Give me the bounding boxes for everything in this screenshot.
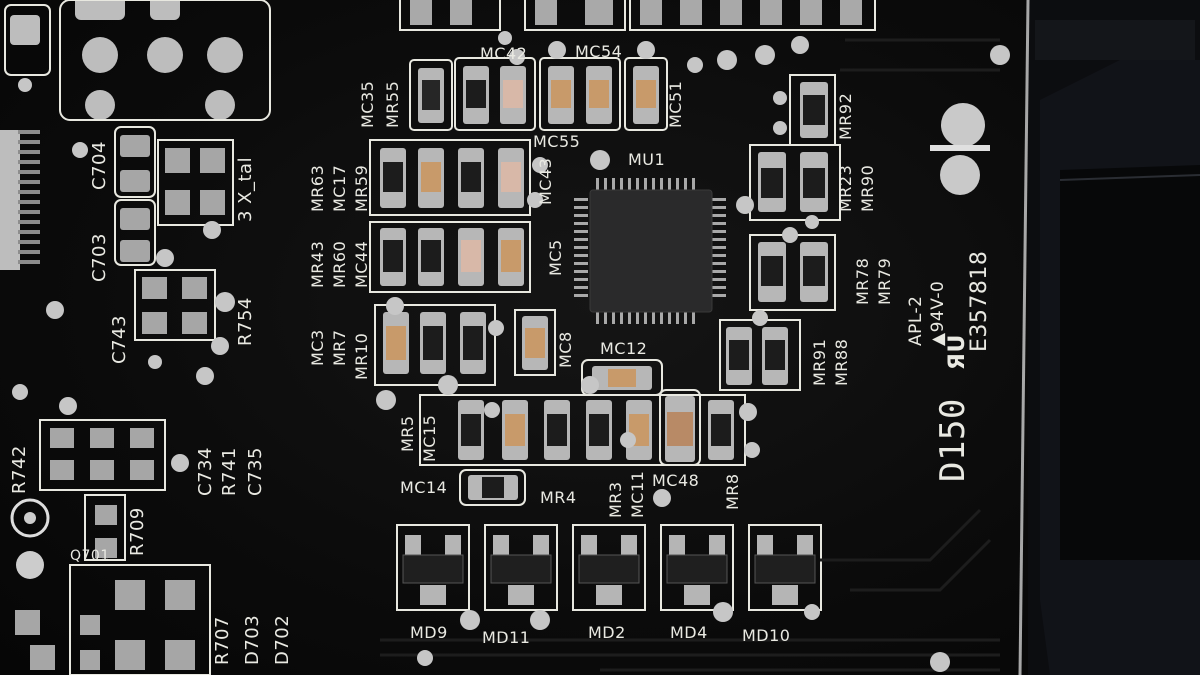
label-mu1: MU1 xyxy=(628,150,666,169)
label-md4: MD4 xyxy=(670,623,708,642)
label-xtal: 3 X_tal xyxy=(235,156,256,222)
label-mc11: MC11 xyxy=(628,470,647,518)
label-mr92: MR92 xyxy=(836,92,855,140)
label-r709: R709 xyxy=(127,507,148,556)
label-mr78: MR78 xyxy=(853,257,872,305)
label-mc44: MC44 xyxy=(352,240,371,288)
label-c703: C703 xyxy=(89,233,110,282)
label-mc54: MC54 xyxy=(575,42,623,61)
label-mr79: MR79 xyxy=(875,257,894,305)
label-mr23: MR23 xyxy=(836,164,855,212)
label-d702: D702 xyxy=(272,614,293,665)
label-ul-mark: ЯU xyxy=(945,334,970,370)
label-r707: R707 xyxy=(212,616,233,665)
label-md2: MD2 xyxy=(588,623,626,642)
label-d150: D150 xyxy=(933,398,973,482)
label-mc43: MC43 xyxy=(536,157,555,205)
label-r742: R742 xyxy=(9,445,30,494)
label-mr7: MR7 xyxy=(330,329,349,366)
label-mc12: MC12 xyxy=(600,339,648,358)
label-mc14: MC14 xyxy=(400,478,448,497)
label-mc55: MC55 xyxy=(533,132,581,151)
label-mr3: MR3 xyxy=(606,481,625,518)
label-md9: MD9 xyxy=(410,623,448,642)
label-md11: MD11 xyxy=(482,628,531,647)
label-mr5: MR5 xyxy=(398,415,417,452)
label-mc3: MC3 xyxy=(308,329,327,366)
label-c735: C735 xyxy=(245,447,266,496)
label-c743: C743 xyxy=(109,315,130,364)
label-mc42: MC42 xyxy=(480,44,528,63)
label-mr43: MR43 xyxy=(308,240,327,288)
label-mc5: MC5 xyxy=(546,239,565,276)
label-mr10: MR10 xyxy=(352,332,371,380)
label-mr4: MR4 xyxy=(540,488,577,507)
label-mc15: MC15 xyxy=(420,414,439,462)
label-mr60: MR60 xyxy=(330,240,349,288)
label-mr8: MR8 xyxy=(723,473,742,510)
label-mc17: MC17 xyxy=(330,164,349,212)
label-r741: R741 xyxy=(219,447,240,496)
label-mr90: MR90 xyxy=(858,164,877,212)
label-mc48: MC48 xyxy=(652,471,700,490)
label-mc35: MC35 xyxy=(358,80,377,128)
label-mc51: MC51 xyxy=(666,80,685,128)
label-e357818: E357818 xyxy=(967,250,992,352)
label-c704: C704 xyxy=(89,141,110,190)
label-mr88: MR88 xyxy=(832,338,851,386)
label-mr55: MR55 xyxy=(383,80,402,128)
label-q701: Q701 xyxy=(70,548,110,564)
label-apl2: APL-2 xyxy=(906,295,926,346)
label-mr91: MR91 xyxy=(810,338,829,386)
label-94v0: ▲94V-0 xyxy=(928,280,948,346)
label-d703: D703 xyxy=(242,614,263,665)
label-md10: MD10 xyxy=(742,626,791,645)
label-mr59: MR59 xyxy=(352,164,371,212)
label-c734: C734 xyxy=(195,447,216,496)
label-mr63: MR63 xyxy=(308,164,327,212)
label-r754: R754 xyxy=(235,297,256,346)
label-mc8: MC8 xyxy=(556,331,575,368)
